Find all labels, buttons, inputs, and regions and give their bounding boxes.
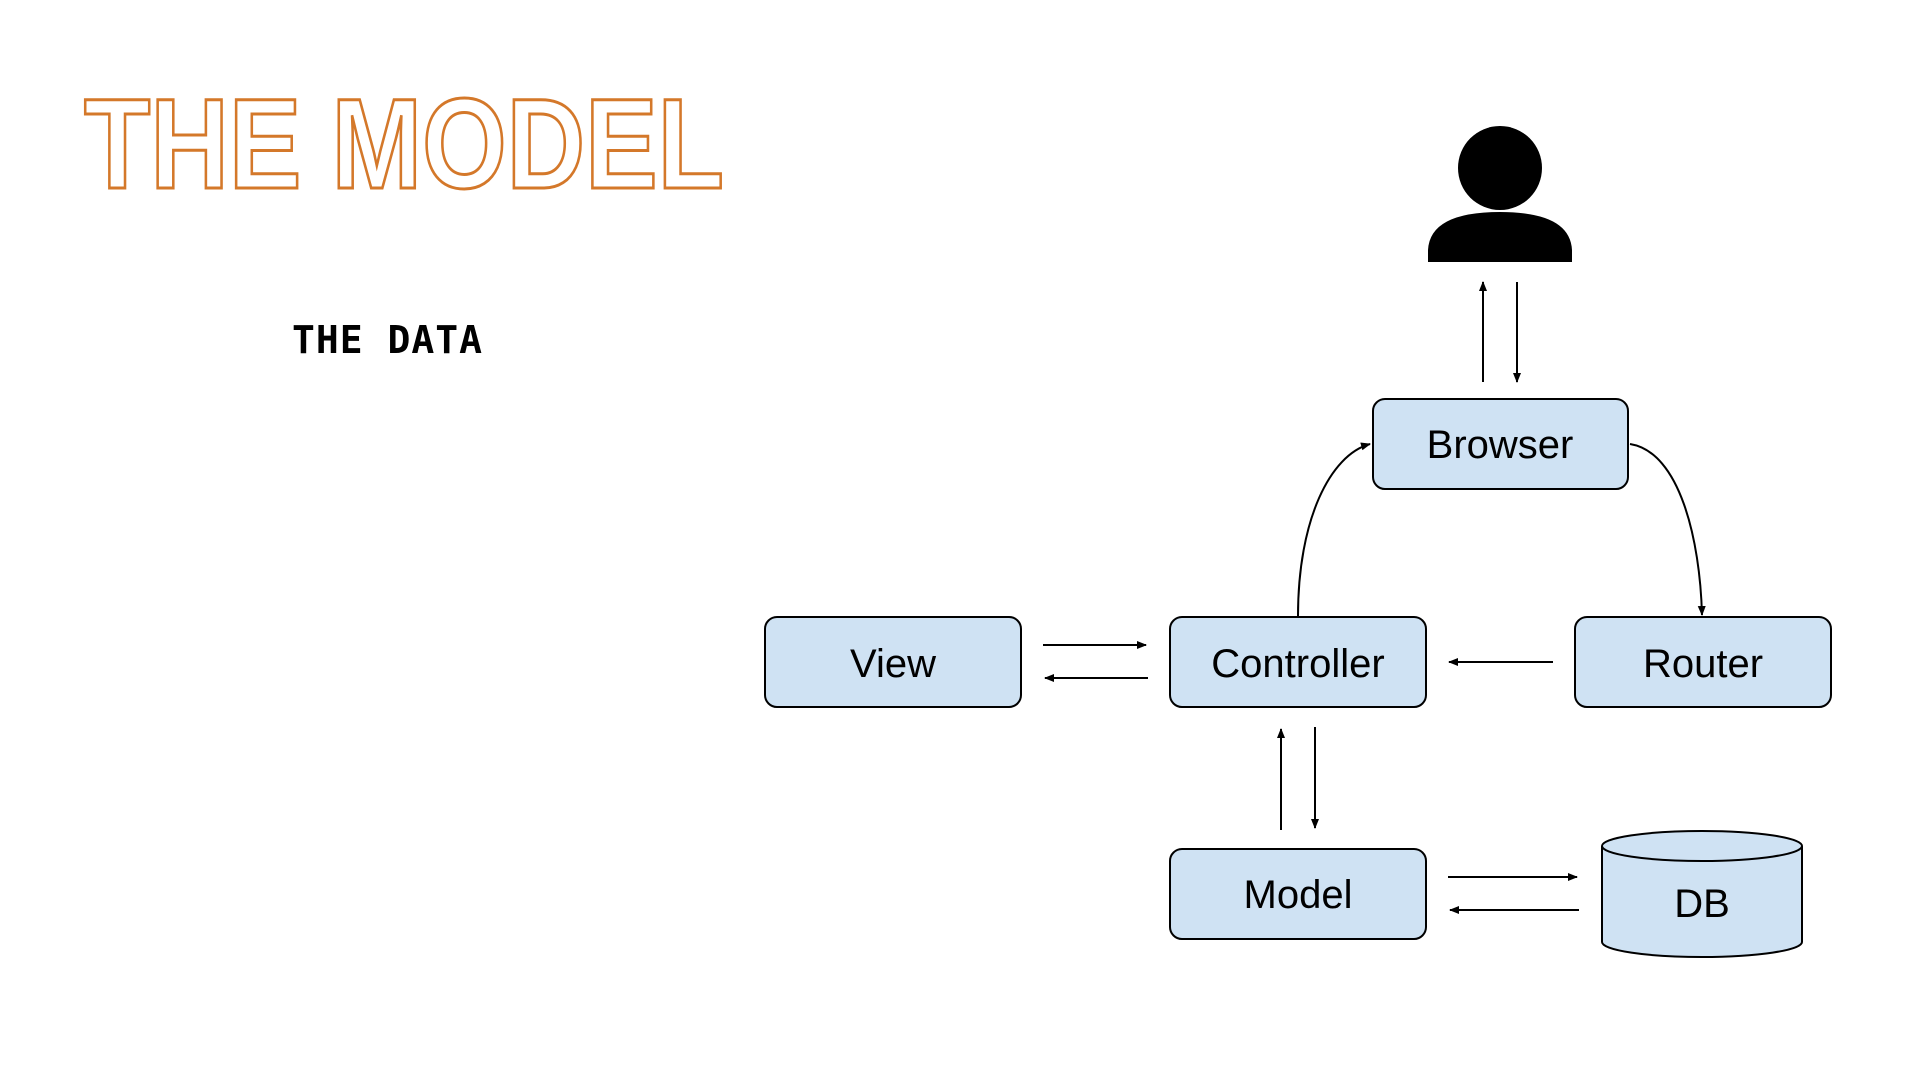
browser-to-router-arrow bbox=[1629, 443, 1706, 616]
db-node: DB bbox=[1601, 830, 1803, 958]
router-label: Router bbox=[1643, 642, 1763, 686]
controller-label: Controller bbox=[1211, 642, 1384, 686]
view-label: View bbox=[850, 642, 936, 686]
person-icon bbox=[1428, 126, 1572, 262]
view-node: View bbox=[764, 616, 1022, 708]
browser-node: Browser bbox=[1372, 398, 1629, 490]
router-node: Router bbox=[1574, 616, 1832, 708]
slide-subtitle: THE DATA bbox=[292, 318, 484, 362]
slide-title: THE MODEL bbox=[80, 70, 760, 218]
slide-title-text: THE MODEL bbox=[84, 73, 724, 210]
controller-to-browser-arrow bbox=[1297, 442, 1371, 617]
controller-node: Controller bbox=[1169, 616, 1427, 708]
model-node: Model bbox=[1169, 848, 1427, 940]
browser-label: Browser bbox=[1427, 423, 1574, 467]
db-label: DB bbox=[1674, 882, 1730, 926]
model-label: Model bbox=[1244, 873, 1353, 917]
slide-title-svg: THE MODEL bbox=[83, 72, 726, 218]
